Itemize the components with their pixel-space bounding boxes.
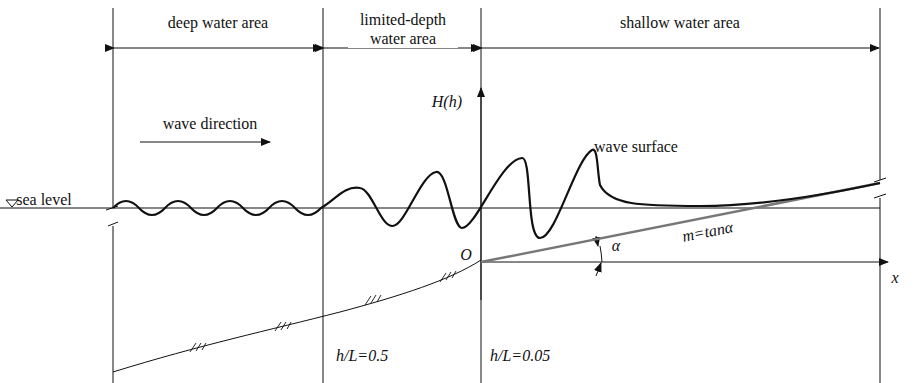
diagram-label: wave surface bbox=[594, 137, 678, 156]
diagram-label: wave direction bbox=[163, 114, 258, 133]
diagram-label: limited-depth water area bbox=[348, 10, 458, 48]
diagram-label: α bbox=[612, 236, 620, 255]
diagram-label: shallow water area bbox=[620, 13, 740, 32]
diagram-label: x bbox=[891, 268, 898, 287]
diagram-label: H(h) bbox=[432, 92, 462, 111]
diagram-label: h/L=0.05 bbox=[490, 346, 550, 365]
diagram-label: h/L=0.5 bbox=[336, 346, 388, 365]
diagram-label: deep water area bbox=[168, 13, 268, 32]
diagram-label: O bbox=[460, 245, 472, 264]
diagram-label: sea level bbox=[16, 190, 72, 209]
